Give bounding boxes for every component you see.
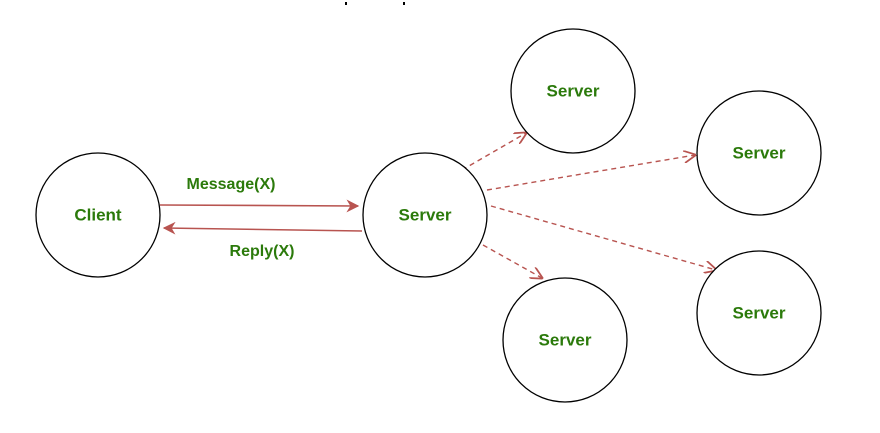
dashed-arrow-to-server-right-bottom xyxy=(490,205,716,270)
server-right-bottom-circle xyxy=(696,250,822,376)
server-bottom-node: Server xyxy=(502,277,628,403)
server-right-top-label: Server xyxy=(733,143,786,162)
reply-label: Reply(X) xyxy=(230,243,295,260)
top-artifact-mark xyxy=(345,2,347,5)
server-bottom-label: Server xyxy=(539,330,592,349)
server-main-circle xyxy=(362,152,488,278)
top-artifact-mark xyxy=(403,2,405,5)
server-bottom-circle xyxy=(502,277,628,403)
server-right-bottom-node: Server xyxy=(696,250,822,376)
reply-arrow xyxy=(162,221,363,235)
dashed-arrow-to-server-bottom xyxy=(482,244,542,278)
server-main-label: Server xyxy=(399,205,452,224)
message-arrow xyxy=(159,199,360,213)
client-circle xyxy=(35,152,161,278)
dashed-arrow-to-server-top xyxy=(461,133,526,171)
server-right-top-circle xyxy=(696,90,822,216)
server-top-circle xyxy=(510,28,636,154)
client-node: Client xyxy=(35,152,161,278)
server-top-label: Server xyxy=(547,81,600,100)
dashed-arrow-to-server-right-top xyxy=(486,155,695,191)
server-top-node: Server xyxy=(510,28,636,154)
client-label: Client xyxy=(74,205,122,224)
server-right-bottom-label: Server xyxy=(733,303,786,322)
message-label: Message(X) xyxy=(187,176,276,193)
server-right-top-node: Server xyxy=(696,90,822,216)
server-main-node: Server xyxy=(362,152,488,278)
